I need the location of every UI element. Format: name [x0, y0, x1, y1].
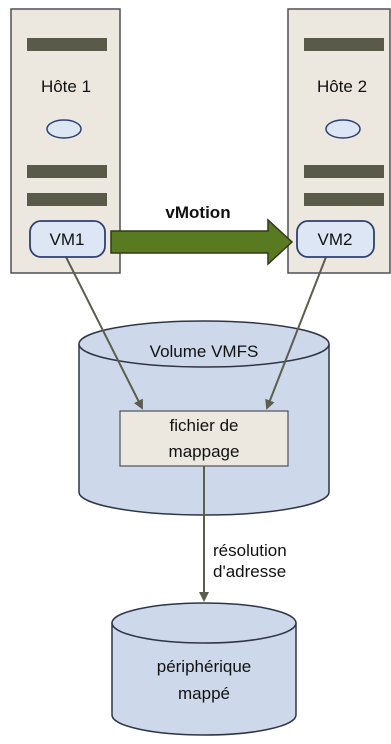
- vmotion-arrow: [110, 218, 294, 266]
- vm1-label: VM1: [50, 230, 85, 249]
- disk-icon: [46, 119, 82, 139]
- drive-bay-bar: [304, 165, 384, 178]
- mapped-device-label-line1: périphérique: [157, 657, 252, 676]
- mapped-device-label-line2: mappé: [178, 684, 230, 703]
- mapped-device-cylinder: périphérique mappé: [111, 602, 297, 736]
- vm1-box: VM1: [29, 220, 106, 258]
- host1-server: Hôte 1: [10, 8, 121, 274]
- mapping-file-label-line2: mappage: [169, 442, 240, 461]
- resolution-label-line2: d'adresse: [213, 562, 286, 581]
- disk-icon: [325, 119, 361, 139]
- drive-bay-bar: [304, 193, 384, 206]
- mapping-file-box: fichier de mappage: [119, 410, 289, 467]
- vm2-box: VM2: [296, 220, 375, 258]
- host2-label: Hôte 2: [317, 77, 367, 96]
- mapping-file-label-line1: fichier de: [170, 416, 239, 435]
- vm2-label: VM2: [318, 230, 353, 249]
- vm2-to-mapping-arrow: [265, 256, 327, 410]
- vmotion-label: vMotion: [165, 203, 230, 222]
- vmfs-label: Volume VMFS: [150, 342, 259, 361]
- drive-bay-bar: [27, 165, 107, 178]
- vm1-to-mapping-arrow: [65, 256, 143, 410]
- drive-bay-bar: [27, 193, 107, 206]
- drive-bay-bar: [27, 38, 107, 51]
- host1-label: Hôte 1: [41, 77, 91, 96]
- resolution-label-line1: résolution: [213, 541, 287, 560]
- drive-bay-bar: [304, 38, 384, 51]
